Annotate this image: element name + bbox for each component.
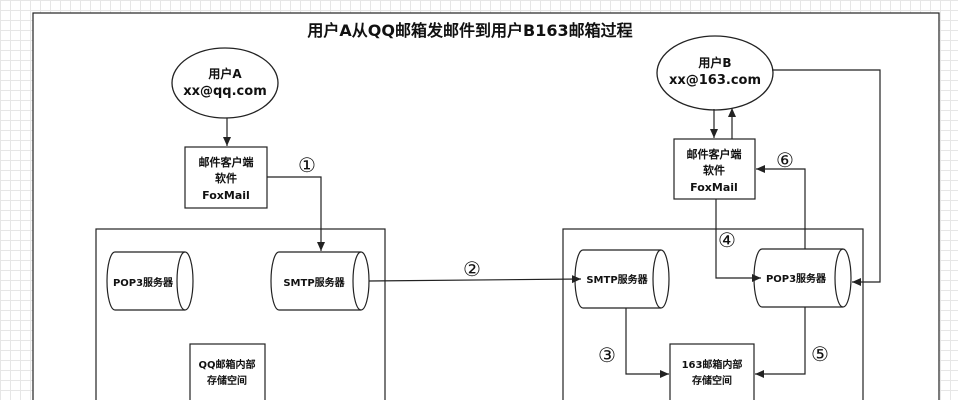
user-b-node: 用户B xx@163.com: [656, 35, 774, 111]
qq-smtp-server: SMTP服务器: [270, 251, 370, 311]
client-a-line1: 邮件客户端: [199, 155, 254, 169]
client-b-box: 邮件客户端 软件 FoxMail: [673, 138, 756, 200]
client-a-line3: FoxMail: [202, 189, 250, 202]
connectors: [223, 69, 881, 378]
qq-smtp-label: SMTP服务器: [283, 276, 345, 289]
qq-storage-box: QQ邮箱内部 存储空间: [189, 343, 266, 400]
user-b-email: xx@163.com: [669, 73, 761, 88]
step-5-badge: ⑤: [811, 342, 829, 366]
mail163-pop3-label: POP3服务器: [766, 272, 827, 285]
user-a-email: xx@qq.com: [183, 84, 267, 99]
arrow-step5: [755, 307, 806, 378]
user-b-name: 用户B: [697, 55, 731, 70]
client-a-box: 邮件客户端 软件 FoxMail: [184, 146, 268, 209]
step-2-badge: ②: [463, 257, 481, 281]
qq-pop3-label: POP3服务器: [113, 276, 174, 289]
mail163-storage-line2: 存储空间: [692, 374, 732, 387]
arrow-step6: [756, 165, 806, 249]
client-a-line2: 软件: [215, 171, 237, 185]
client-b-line1: 邮件客户端: [687, 147, 742, 161]
qq-storage-line2: 存储空间: [207, 374, 247, 387]
user-a-node: 用户A xx@qq.com: [171, 47, 279, 119]
step-6-badge: ⑥: [776, 148, 794, 172]
user-a-name: 用户A: [207, 66, 242, 81]
step-badges: ① ② ③ ④ ⑤ ⑥: [298, 148, 829, 367]
arrow-step3: [625, 308, 669, 378]
client-b-line3: FoxMail: [690, 181, 738, 194]
step-3-badge: ③: [598, 343, 616, 367]
arrow-step4: [715, 199, 761, 282]
qq-pop3-server: POP3服务器: [106, 251, 194, 311]
step-1-badge: ①: [298, 153, 316, 177]
qq-storage-line1: QQ邮箱内部: [198, 358, 255, 371]
client-b-line2: 软件: [703, 163, 725, 177]
mail163-smtp-label: SMTP服务器: [586, 273, 648, 286]
arrow-user-b-to-pop3: [772, 69, 881, 286]
arrow-step2: [368, 275, 582, 284]
mail163-storage-line1: 163邮箱内部: [682, 358, 743, 371]
diagram-title: 用户A从QQ邮箱发邮件到用户B163邮箱过程: [307, 21, 632, 40]
mail163-storage-box: 163邮箱内部 存储空间: [669, 343, 755, 400]
mail163-pop3-server: POP3服务器: [753, 248, 852, 308]
mail163-smtp-server: SMTP服务器: [574, 249, 670, 309]
arrow-step1: [267, 176, 325, 251]
step-4-badge: ④: [718, 228, 736, 252]
